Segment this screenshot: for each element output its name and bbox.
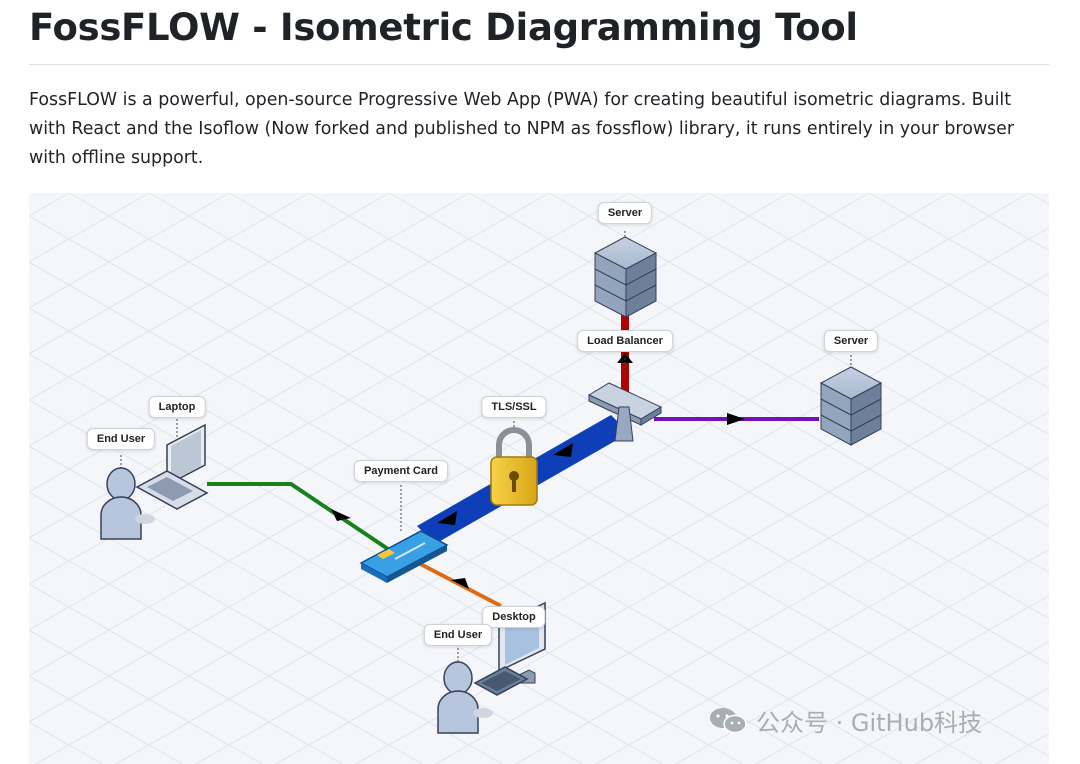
- watermark: 公众号 · GitHub科技: [708, 702, 982, 738]
- end-user-left-icon: [100, 455, 155, 540]
- connector-purple: [654, 413, 819, 425]
- diagram-image: Server Load Balancer Server TLS/SSL Lapt…: [29, 193, 1049, 764]
- lock-icon: [490, 421, 538, 506]
- watermark-text: 公众号 · GitHub科技: [756, 708, 983, 737]
- label-payment-card: Payment Card: [354, 460, 448, 482]
- server-top-icon: [593, 231, 658, 318]
- laptop-icon: [135, 419, 209, 510]
- label-desktop: Desktop: [482, 606, 546, 628]
- label-server-top: Server: [597, 202, 653, 224]
- intro-paragraph: FossFLOW is a powerful, open-source Prog…: [29, 90, 1014, 168]
- connector-orange: [406, 555, 502, 608]
- label-tls: TLS/SSL: [481, 396, 547, 418]
- connector-green: [207, 482, 393, 553]
- payment-card-icon: [359, 485, 449, 583]
- page-title: FossFLOW - Isometric Diagramming Tool: [29, 6, 858, 49]
- heading-divider: [29, 64, 1049, 65]
- label-end-user-left: End User: [86, 428, 156, 450]
- label-end-user-bottom: End User: [423, 624, 493, 646]
- label-server-right: Server: [823, 330, 879, 352]
- end-user-bottom-icon: [437, 648, 493, 734]
- load-balancer-icon: [587, 358, 663, 442]
- label-laptop: Laptop: [148, 396, 206, 418]
- wechat-icon: [710, 708, 747, 734]
- isometric-diagram: [29, 193, 1049, 764]
- label-load-balancer: Load Balancer: [577, 330, 673, 352]
- server-right-icon: [819, 355, 883, 446]
